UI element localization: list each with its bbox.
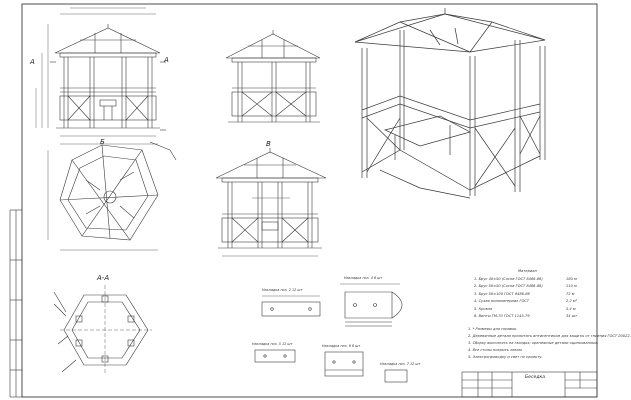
spec-qty: 5,4 м bbox=[566, 306, 576, 311]
note-line: 3. Сборку выполнять на гвоздях; крепежны… bbox=[468, 341, 599, 345]
piece-label: Накладка поз. 6 6 шт bbox=[322, 344, 361, 348]
view-label-aa: А-А bbox=[97, 274, 110, 282]
piece-4 bbox=[344, 291, 393, 319]
technical-notes: 1. * Размеры для справок. 2. Деревянные … bbox=[468, 326, 631, 361]
plan-view-b bbox=[47, 141, 177, 251]
spec-row: 3. Брус 50×100 ГОСТ 8486-86 bbox=[474, 291, 530, 296]
sheet-frame bbox=[21, 3, 598, 398]
spec-qty: 34 шт bbox=[566, 314, 578, 318]
side-elevation-view bbox=[225, 30, 321, 123]
spec-qty: 180 м bbox=[566, 276, 577, 281]
note-line: 4. Все столы покрыть лаком. bbox=[468, 348, 523, 352]
drawing-sheet: А А Б В А-А Накладка поз. 2 12 шт Наклад… bbox=[9, 3, 631, 398]
spec-row: 2. Брус 50×50 (Сосна ГОСТ 8486-86) bbox=[474, 284, 543, 288]
piece-7 bbox=[384, 369, 408, 383]
spec-qty: 2,2 м² bbox=[566, 299, 578, 303]
spec-qty: 110 м bbox=[566, 284, 577, 288]
isometric-view bbox=[354, 8, 546, 199]
piece-6 bbox=[324, 351, 364, 377]
section-marker-a: А bbox=[30, 58, 35, 66]
title-block bbox=[461, 371, 598, 398]
piece-label: Накладка поз. 7 12 шт bbox=[380, 362, 421, 366]
spec-row: 4. Сухая пиломатериал ГОСТ bbox=[474, 299, 530, 303]
material-specification: Материал 1. Брус 40×50 (Сосна ГОСТ 8486-… bbox=[474, 268, 577, 321]
view-label-v: В bbox=[266, 140, 271, 148]
elevation-view-v bbox=[215, 148, 327, 257]
drawing-title: Беседка bbox=[525, 375, 546, 380]
detail-pieces bbox=[254, 283, 408, 383]
note-line: 2. Деревянные детали пропитать антисепти… bbox=[468, 334, 631, 338]
piece-label: Накладка поз. 5 12 шт bbox=[252, 342, 293, 346]
spec-qty: 72 м bbox=[566, 291, 575, 296]
piece-label: Накладка поз. 2 12 шт bbox=[262, 288, 303, 292]
section-aa-view bbox=[53, 285, 152, 375]
note-line: 1. * Размеры для справок. bbox=[468, 327, 518, 331]
piece-2 bbox=[261, 301, 321, 317]
section-marker-a-right: А bbox=[164, 56, 169, 64]
front-elevation-view bbox=[35, 7, 166, 137]
view-label-b: Б bbox=[100, 138, 105, 146]
spec-row: 1. Брус 40×50 (Сосна ГОСТ 8486-86) bbox=[474, 276, 543, 281]
spec-title: Материал bbox=[518, 269, 537, 273]
piece-label: Накладка поз. 4 6 шт bbox=[344, 276, 383, 280]
spec-row: 6. Винты ГМ-70 ГОСТ 1145-79 bbox=[474, 314, 530, 318]
spec-row: 5. Кровля bbox=[474, 306, 493, 311]
piece-5 bbox=[254, 349, 296, 363]
drawing-canvas bbox=[9, 3, 598, 398]
note-line: 5. Электропроводку и свет по проекту. bbox=[468, 355, 543, 359]
